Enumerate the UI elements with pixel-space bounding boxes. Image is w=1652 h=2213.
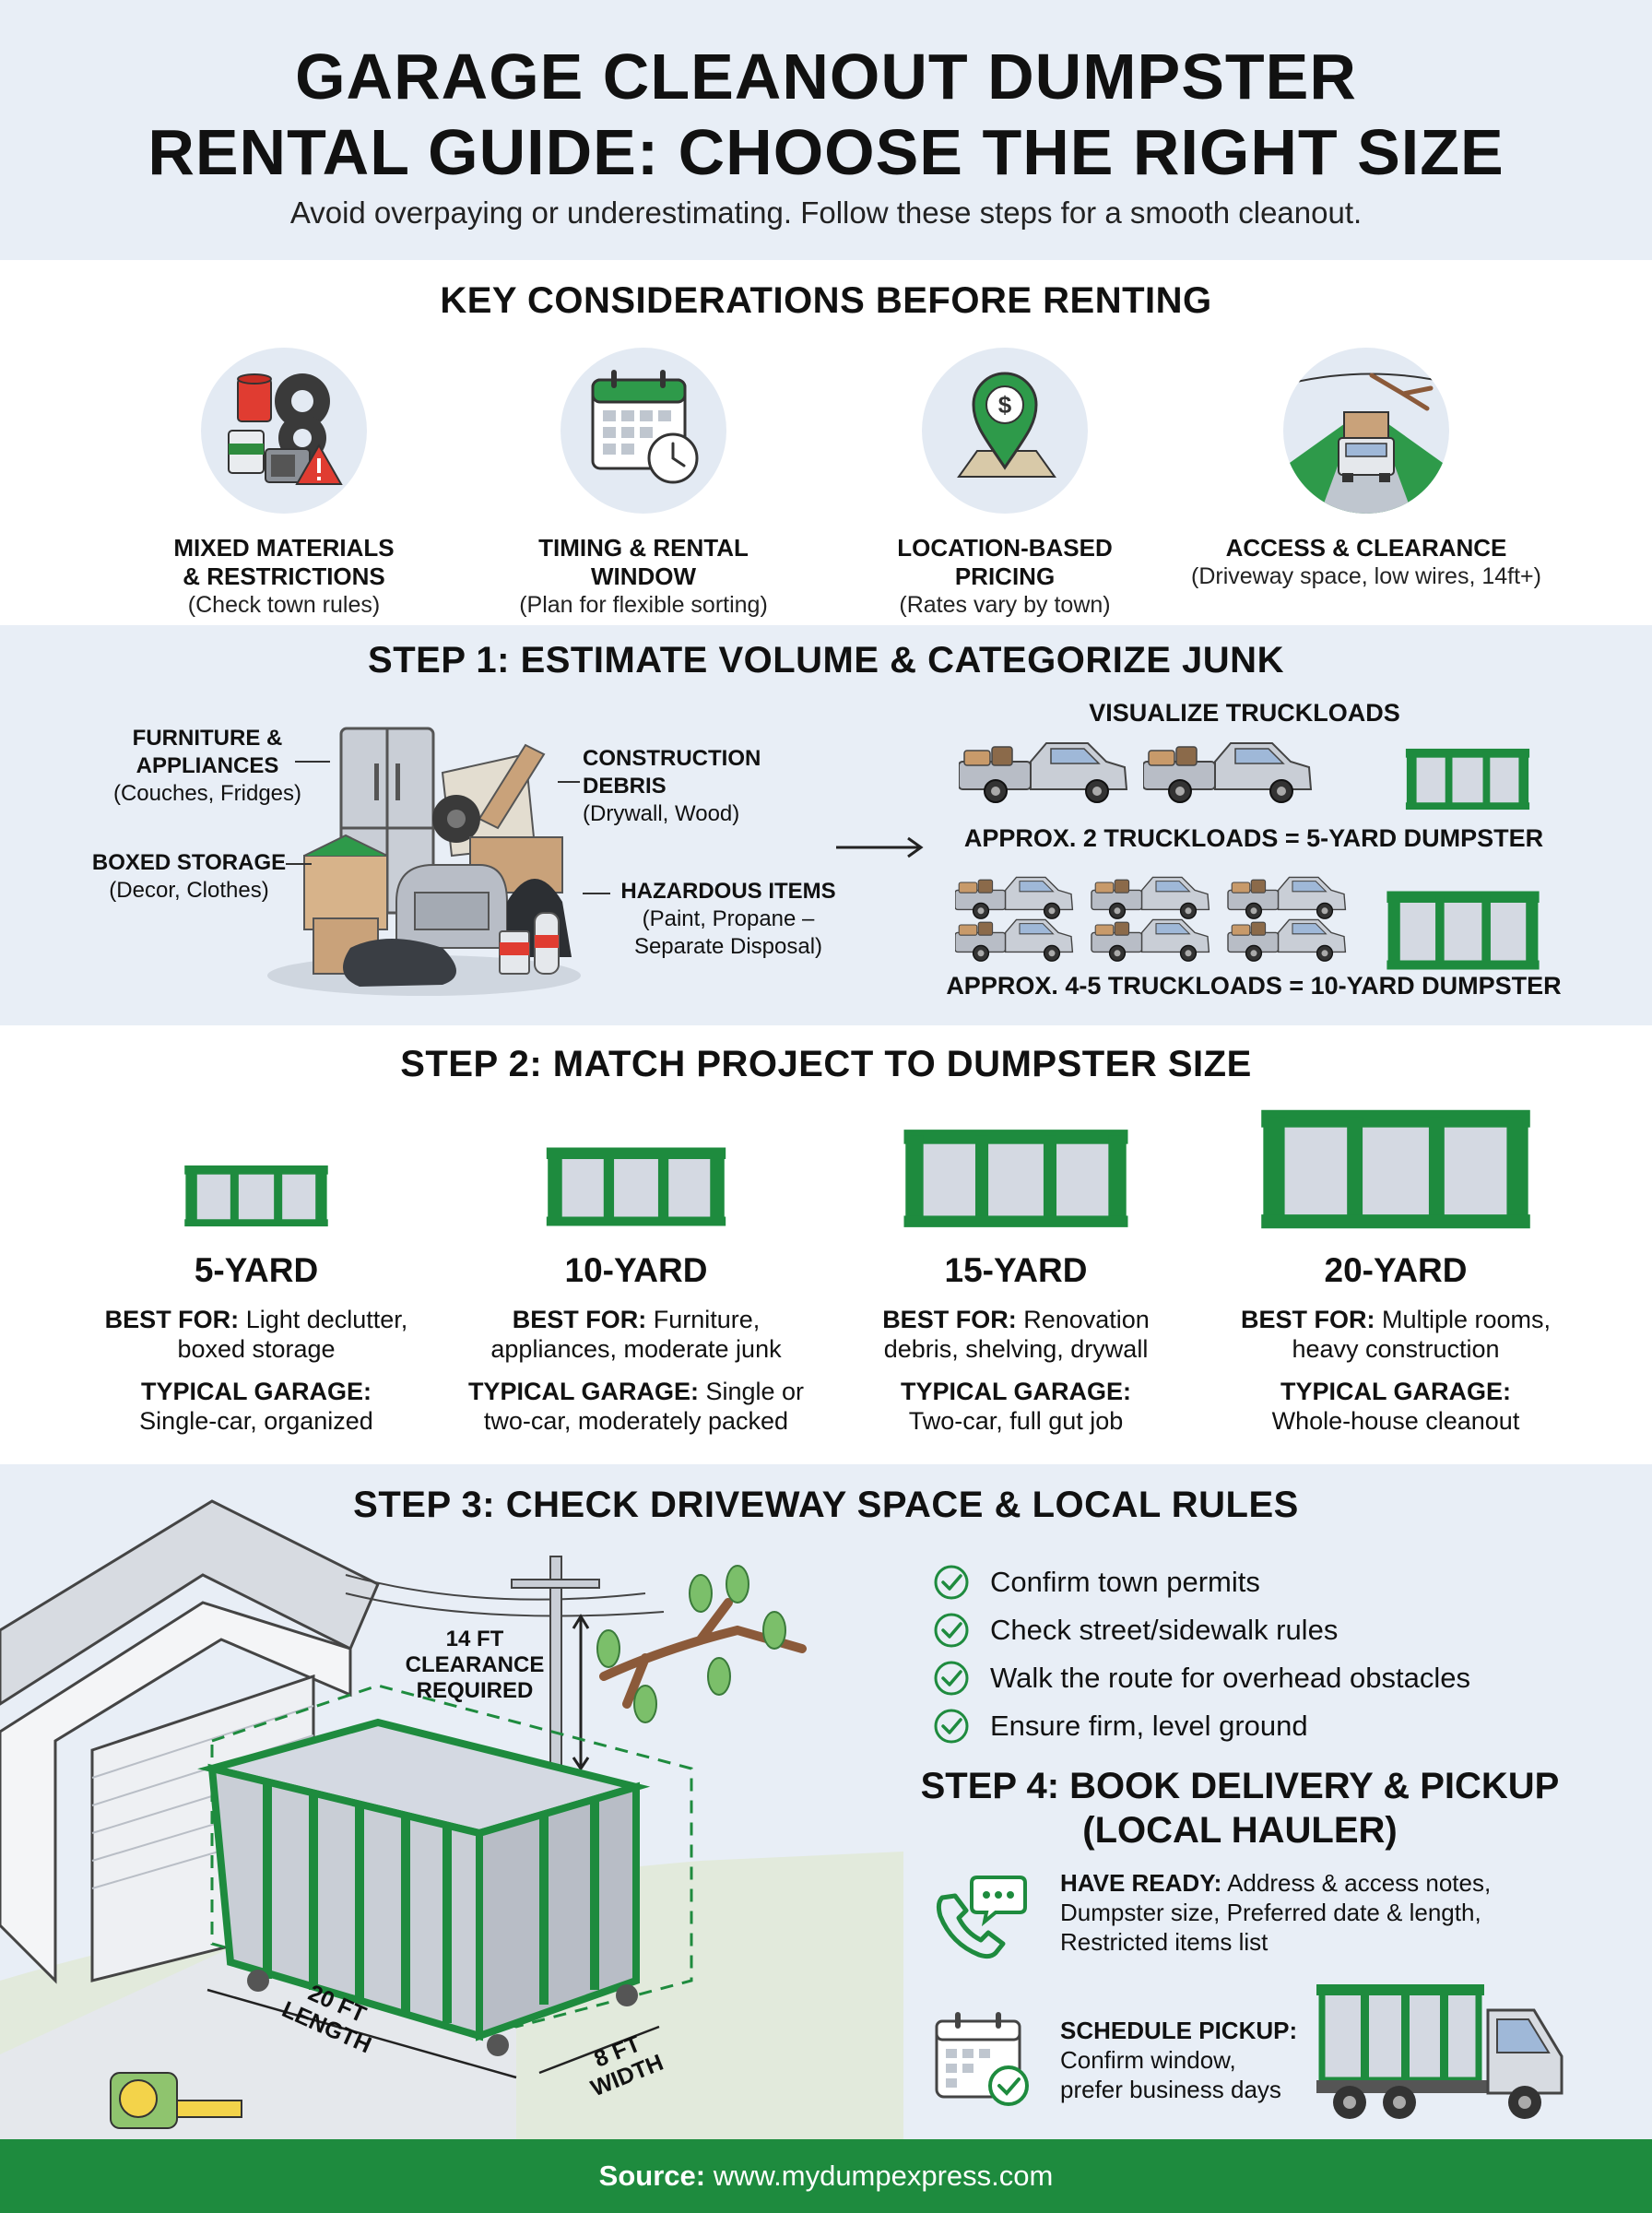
title-line-1: GARAGE CLEANOUT DUMPSTER xyxy=(295,41,1357,112)
truckload-equation-10yd: APPROX. 4-5 TRUCKLOADS = 10-YARD DUMPSTE… xyxy=(946,972,1562,1000)
truck-icon xyxy=(959,742,1127,803)
have-ready-text: HAVE READY: Address & access notes, Dump… xyxy=(1060,1869,1492,1956)
page-title: GARAGE CLEANOUT DUMPSTER RENTAL GUIDE: C… xyxy=(0,39,1652,190)
dumpster-icon xyxy=(1403,747,1532,811)
consideration-label: LOCATION-BASED xyxy=(897,534,1113,562)
consideration-note: (Rates vary by town) xyxy=(899,592,1111,618)
step1-title: STEP 1: ESTIMATE VOLUME & CATEGORIZE JUN… xyxy=(368,640,1284,680)
truck-road-icon xyxy=(1283,348,1449,514)
label-construction-debris: CONSTRUCTION DEBRIS (Drywall, Wood) xyxy=(583,746,761,826)
consideration-timing: TIMING & RENTAL WINDOW (Plan for flexibl… xyxy=(459,348,828,620)
visualize-title: VISUALIZE TRUCKLOADS xyxy=(1089,699,1400,727)
consideration-note: (Driveway space, low wires, 14ft+) xyxy=(1191,563,1541,589)
checklist-item: Ensure firm, level ground xyxy=(933,1706,1308,1746)
size-name: 5-YARD xyxy=(194,1251,319,1289)
truck-icon xyxy=(1143,742,1312,803)
step1-section: STEP 1: ESTIMATE VOLUME & CATEGORIZE JUN… xyxy=(0,625,1652,1025)
title-line-2: RENTAL GUIDE: CHOOSE THE RIGHT SIZE xyxy=(148,116,1504,188)
key-considerations-section: KEY CONSIDERATIONS BEFORE RENTING MIXED … xyxy=(0,260,1652,625)
calendar-clock-icon xyxy=(560,348,726,514)
size-name: 15-YARD xyxy=(944,1251,1088,1289)
dumpster-5-yard-icon xyxy=(183,1164,330,1228)
mixed-materials-icon xyxy=(201,348,367,514)
consideration-access: ACCESS & CLEARANCE (Driveway space, low … xyxy=(1182,348,1551,591)
consideration-mixed-materials: MIXED MATERIALS & RESTRICTIONS (Check to… xyxy=(100,348,468,620)
checklist-item: Check street/sidewalk rules xyxy=(933,1610,1338,1651)
source-url: www.mydumpexpress.com xyxy=(713,2160,1054,2192)
consideration-note: (Plan for flexible sorting) xyxy=(519,592,768,618)
step3-section: STEP 3: CHECK DRIVEWAY SPACE & LOCAL RUL… xyxy=(0,1464,1652,2139)
label-hazardous-items: HAZARDOUS ITEMS (Paint, Propane – Separa… xyxy=(620,879,836,959)
label-boxed-storage: BOXED STORAGE (Decor, Clothes) xyxy=(91,850,287,903)
consideration-label: ACCESS & CLEARANCE xyxy=(1225,534,1507,562)
checklist-item: Walk the route for overhead obstacles xyxy=(933,1658,1470,1698)
checklist-item: Confirm town permits xyxy=(933,1562,1260,1603)
svg-text:$: $ xyxy=(998,391,1012,419)
key-considerations-title: KEY CONSIDERATIONS BEFORE RENTING xyxy=(440,280,1212,321)
page-subtitle: Avoid overpaying or underestimating. Fol… xyxy=(289,195,1363,230)
check-circle-icon xyxy=(934,1661,969,1696)
consideration-label: & RESTRICTIONS xyxy=(183,562,385,590)
location-pin-dollar-icon: $ xyxy=(922,348,1088,514)
label-furniture: FURNITURE & APPLIANCES (Couches, Fridges… xyxy=(112,726,302,806)
consideration-note: (Check town rules) xyxy=(187,592,381,618)
check-circle-icon xyxy=(934,1613,969,1648)
step2-section: STEP 2: MATCH PROJECT TO DUMPSTER SIZE 5… xyxy=(0,1025,1652,1464)
dumpster-10-yard-icon xyxy=(544,1145,728,1228)
step2-title: STEP 2: MATCH PROJECT TO DUMPSTER SIZE xyxy=(400,1044,1252,1084)
truckload-equation-5yd: APPROX. 2 TRUCKLOADS = 5-YARD DUMPSTER xyxy=(963,824,1544,852)
schedule-pickup-text: SCHEDULE PICKUP: Confirm window, prefer … xyxy=(1060,2017,1298,2103)
dumpster-20-yard-icon xyxy=(1257,1106,1534,1232)
size-name: 20-YARD xyxy=(1324,1251,1468,1289)
consideration-label: PRICING xyxy=(954,562,1056,590)
clearance-label: 14 FT CLEARANCE REQUIRED xyxy=(405,1627,545,1703)
check-circle-icon xyxy=(934,1709,969,1744)
consideration-label: MIXED MATERIALS xyxy=(173,534,395,562)
step3-title: STEP 3: CHECK DRIVEWAY SPACE & LOCAL RUL… xyxy=(353,1485,1299,1525)
consideration-label: WINDOW xyxy=(590,562,697,590)
consideration-label: TIMING & RENTAL xyxy=(538,534,749,562)
source-label: Source: xyxy=(598,2160,706,2192)
footer-source: Source: www.mydumpexpress.com xyxy=(0,2139,1652,2213)
check-circle-icon xyxy=(934,1565,969,1600)
arrow-right-icon xyxy=(836,836,924,858)
phone-chat-icon xyxy=(936,1876,1027,1959)
dumpster-icon xyxy=(1385,889,1541,972)
dumpster-15-yard-icon xyxy=(901,1127,1131,1230)
header: GARAGE CLEANOUT DUMPSTER RENTAL GUIDE: C… xyxy=(0,0,1652,260)
roll-off-truck-icon xyxy=(1316,1984,1564,2119)
driveway-scene-illustration xyxy=(0,1499,903,2139)
size-name: 10-YARD xyxy=(564,1251,708,1289)
consideration-pricing: $ LOCATION-BASED PRICING (Rates vary by … xyxy=(820,348,1189,620)
calendar-check-icon xyxy=(935,2012,1029,2106)
step4-title: STEP 4: BOOK DELIVERY & PICKUP (LOCAL HA… xyxy=(920,1766,1560,1851)
junk-pile-illustration xyxy=(267,727,581,996)
